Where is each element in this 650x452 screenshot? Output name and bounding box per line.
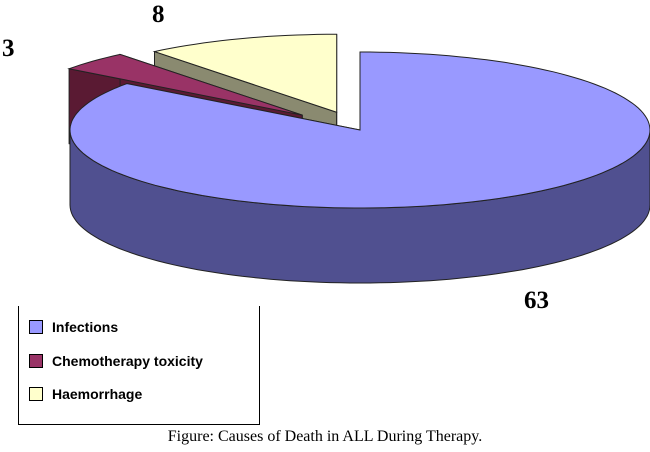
legend-swatch-chemotherapy-toxicity [29, 354, 43, 368]
legend-label-infections: Infections [52, 319, 119, 335]
legend-item-infections: Infections [29, 319, 118, 335]
legend-swatch-infections [29, 320, 43, 334]
pie-chart [67, 33, 650, 284]
pie-slice-top-chemotherapy-toxicity [67, 53, 303, 116]
data-label-chemotherapy-toxicity: 3 [2, 35, 15, 62]
legend-label-chemotherapy-toxicity: Chemotherapy toxicity [52, 353, 203, 369]
legend-item-chemotherapy-toxicity: Chemotherapy toxicity [29, 353, 203, 369]
pie-slice-top-haemorrhage [152, 33, 338, 113]
pie-slice-infections [69, 51, 650, 284]
data-label-haemorrhage: 8 [152, 1, 165, 28]
legend-label-haemorrhage: Haemorrhage [52, 386, 143, 402]
chart-legend: Infections Chemotherapy toxicity Haemorr… [18, 306, 260, 425]
legend-item-haemorrhage: Haemorrhage [29, 386, 142, 402]
data-label-infections: 63 [524, 287, 549, 314]
figure-caption: Figure: Causes of Death in ALL During Th… [167, 428, 483, 445]
legend-swatch-haemorrhage [29, 387, 43, 401]
pie-slice-top-infections [69, 51, 650, 209]
